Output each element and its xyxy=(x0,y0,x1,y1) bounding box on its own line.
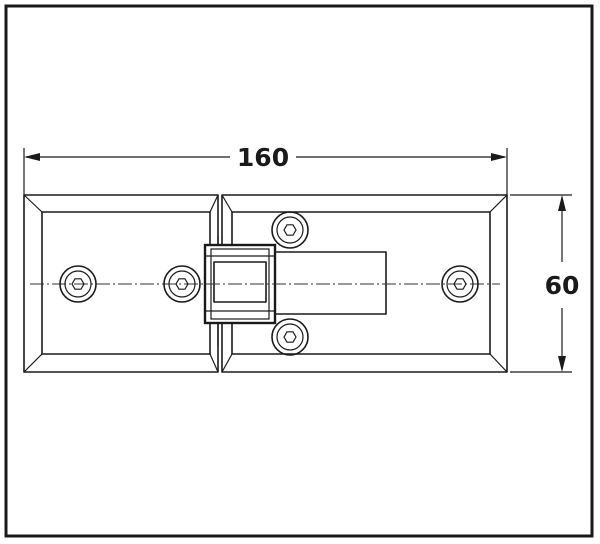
screw-bottom xyxy=(271,318,309,356)
drawing-frame xyxy=(4,4,594,538)
width-arrow-left xyxy=(24,153,40,161)
left-plate-bevel-tl xyxy=(23,194,43,213)
knuckle-core xyxy=(213,261,267,303)
screw-right xyxy=(441,265,479,303)
right-plate-bevel-bl xyxy=(221,353,233,373)
screw-top xyxy=(271,211,309,249)
left-plate xyxy=(23,194,219,373)
height-arrow-top xyxy=(558,195,566,211)
width-dimension: 160 xyxy=(23,143,508,195)
hex-socket-icon xyxy=(283,224,297,236)
width-arrow-right xyxy=(491,153,507,161)
left-plate-bevel-bl xyxy=(23,353,43,373)
hinge-knuckle xyxy=(203,236,277,346)
left-plate-bevel-tr xyxy=(209,194,219,213)
right-plate-bevel-tl xyxy=(221,194,233,213)
hex-socket-icon xyxy=(283,331,297,343)
height-dimension-label: 60 xyxy=(545,271,580,300)
width-dimension-label: 160 xyxy=(237,143,289,172)
hex-socket-icon xyxy=(175,278,189,290)
right-plate xyxy=(221,194,508,373)
height-dimension: 60 xyxy=(510,194,580,373)
screw-left-inner xyxy=(163,265,201,303)
left-plate-bevel-br xyxy=(209,353,219,373)
left-plate-inner xyxy=(41,211,211,355)
screw-left-outer xyxy=(59,265,97,303)
hex-socket-icon xyxy=(453,278,467,290)
hex-socket-icon xyxy=(71,278,85,290)
height-arrow-bottom xyxy=(558,356,566,372)
right-plate-bevel-br xyxy=(489,353,508,373)
left-plate-outer xyxy=(23,194,219,373)
hinge-shaft xyxy=(267,251,387,315)
right-plate-bevel-tr xyxy=(489,194,508,213)
